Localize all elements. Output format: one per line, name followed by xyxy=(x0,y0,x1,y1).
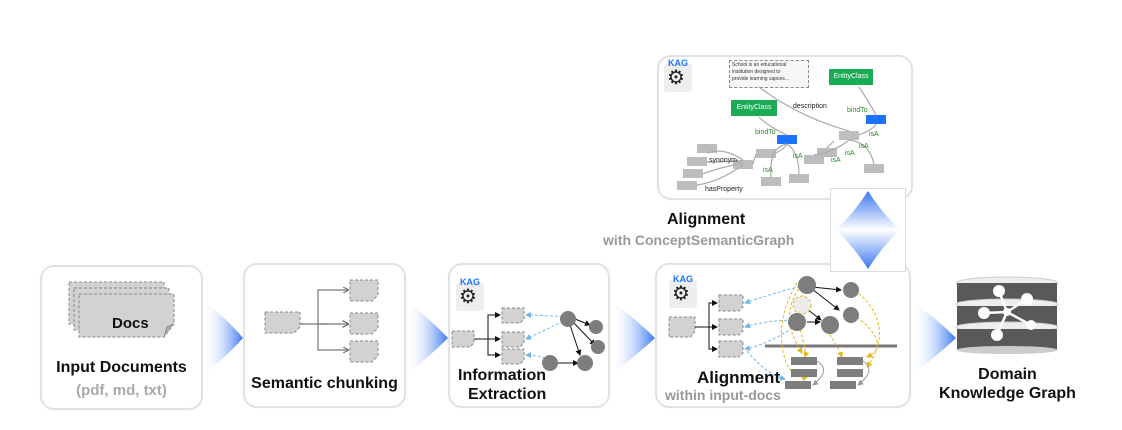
stage-alignment-input-docs: KAG ⚙ xyxy=(655,263,911,408)
extraction-graph-icon xyxy=(451,307,605,371)
stage-subtitle: within input-docs xyxy=(665,387,781,403)
concept-alignment-subtitle: with ConceptSemanticGraph xyxy=(603,232,795,248)
stage-semantic-chunking: Semantic chunking xyxy=(243,263,406,408)
concept-alignment-title: Alignment xyxy=(667,211,746,228)
concept-graph-edges xyxy=(677,86,886,190)
stage-input-documents: Docs Input Documents (pdf, md, txt) xyxy=(40,265,203,410)
edge-label-hasproperty: hasProperty xyxy=(705,186,743,193)
edge-label-description: description xyxy=(793,103,827,110)
stage-information-extraction: KAG ⚙ Information Extraction xyxy=(448,263,610,408)
bidirectional-arrow-box xyxy=(830,188,906,272)
alignment-graph-icon xyxy=(668,276,897,389)
chunking-icon xyxy=(264,279,379,363)
edge-label-isa: isA xyxy=(763,167,773,174)
knowledge-graph-database-icon xyxy=(955,276,1059,354)
edge-label-bindto: bindTo xyxy=(847,107,868,114)
edge-label-isa: isA xyxy=(869,131,879,138)
stage-title: Semantic chunking xyxy=(251,375,398,392)
edge-label-bindto: bindTo xyxy=(755,129,776,136)
description-note: School is an educational institution des… xyxy=(729,60,809,88)
entity-class-node: EntityClass xyxy=(731,100,777,116)
stage-title-line1: Domain xyxy=(978,366,1037,383)
edge-label-isa: isA xyxy=(793,153,803,160)
kag-logo-icon: KAG ⚙ xyxy=(664,58,692,92)
flow-arrow-icon xyxy=(610,300,655,375)
stage-subtitle: (pdf, md, txt) xyxy=(76,382,167,399)
stage-title-line2: Extraction xyxy=(468,386,547,403)
edge-label-isa: isA xyxy=(831,157,841,164)
diamond-arrow-icon xyxy=(836,191,900,269)
concept-semantic-graph-card: KAG ⚙ School is an educational instituti… xyxy=(657,55,913,200)
stage-title-line1: Information xyxy=(458,367,546,384)
stage-title: Input Documents xyxy=(56,359,187,376)
stage-title-line2: Knowledge Graph xyxy=(939,385,1076,402)
entity-class-node: EntityClass xyxy=(829,69,873,85)
edge-label-isa: isA xyxy=(845,150,855,157)
kag-logo-icon: KAG ⚙ xyxy=(456,277,484,311)
docs-icon-label: Docs xyxy=(112,315,149,332)
edge-label-synonym: synonym xyxy=(709,157,738,164)
docs-stack-icon xyxy=(68,281,175,338)
flow-arrow-icon xyxy=(911,300,956,375)
flow-arrow-icon xyxy=(406,300,448,375)
edge-label-isa: isA xyxy=(859,143,869,150)
stage-title: Alignment xyxy=(697,368,781,387)
kag-logo-icon: KAG ⚙ xyxy=(669,274,697,308)
flow-arrow-icon xyxy=(203,300,243,375)
